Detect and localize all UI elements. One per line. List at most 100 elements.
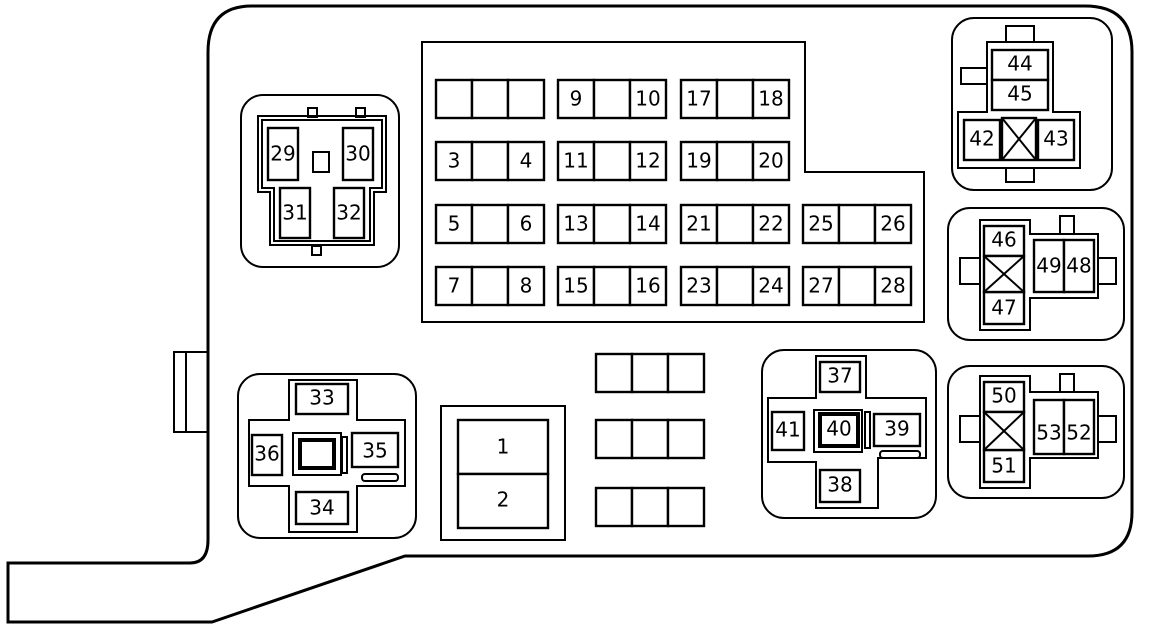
fuse-cell	[592, 203, 632, 245]
spare-fuse-slot	[594, 352, 706, 394]
fuse-cell	[594, 418, 634, 460]
fuse-label-left: 15	[563, 274, 588, 298]
fuse-cell	[506, 140, 546, 182]
main-fuse-cell-1	[456, 418, 550, 476]
fuse-cell	[470, 78, 510, 120]
relay-label-31: 31	[282, 201, 307, 225]
relay-label-53: 53	[1036, 421, 1061, 445]
fuse-label-left: 13	[563, 212, 588, 236]
fuse-cell	[470, 265, 510, 307]
fuse-label-right: 8	[520, 274, 533, 298]
fuse-cell	[751, 203, 791, 245]
fuse-cell	[837, 265, 877, 307]
fuse-cell	[751, 78, 791, 120]
fuse-cell	[679, 265, 719, 307]
fuse-cell	[873, 203, 913, 245]
relay-label-38: 38	[827, 473, 852, 497]
fuse-label-left: 21	[686, 212, 711, 236]
fuse-label-right: 16	[635, 274, 660, 298]
relay-pin-32	[332, 186, 366, 240]
relay-pin-29	[266, 126, 300, 182]
fuse-label-right: 6	[520, 212, 533, 236]
fuse-cell	[666, 418, 706, 460]
relay-bottom-right: 50 51 53 52	[947, 365, 1125, 499]
fuse-slot: 21 22	[679, 203, 791, 245]
fuse-label-right: 20	[758, 149, 783, 173]
relay-label-36: 36	[254, 442, 279, 466]
fuse-label-right: 26	[880, 212, 905, 236]
relay-pin-37	[818, 360, 862, 394]
fuse-label-right: 10	[635, 87, 660, 111]
relay-pin-35	[350, 431, 400, 469]
relay-label-29: 29	[270, 142, 295, 166]
relay-label-37: 37	[827, 364, 852, 388]
relay-label-33: 33	[309, 386, 334, 410]
fuse-label-left: 9	[570, 87, 583, 111]
fuse-label-right: 14	[635, 212, 660, 236]
relay-label-45: 45	[1007, 82, 1032, 106]
relay-label-44: 44	[1007, 52, 1032, 76]
relay-bottom-left: 33 36 35 34	[237, 373, 417, 539]
fuse-label-right: 22	[758, 212, 783, 236]
fuse-cell	[628, 203, 668, 245]
relay-pin-38	[818, 468, 862, 504]
main-fuse-cell-2	[456, 472, 550, 530]
fuse-cell	[666, 486, 706, 528]
fuse-cell	[630, 486, 670, 528]
fuse-cell	[873, 265, 913, 307]
relay-label-32: 32	[336, 201, 361, 225]
relay-pin-45	[990, 78, 1050, 112]
fuse-cell	[715, 265, 755, 307]
relay-label-40: 40	[826, 417, 851, 441]
spare-fuse-slot	[594, 418, 706, 460]
relay-label-41: 41	[775, 418, 800, 442]
relay-pin-33	[294, 382, 350, 416]
fuse-cell	[715, 78, 755, 120]
fuse-cell	[751, 265, 791, 307]
fuse-label-right: 18	[758, 87, 783, 111]
relay-label-52: 52	[1066, 421, 1091, 445]
relay-pin-39	[872, 412, 922, 448]
relay-pin-50	[982, 380, 1026, 414]
housing-outline	[6, 4, 1134, 624]
spare-fuse-slot	[594, 486, 706, 528]
relay-label-51: 51	[991, 454, 1016, 478]
side-tab	[173, 351, 209, 433]
relay-pin-30	[341, 126, 375, 182]
fuse-cell	[506, 265, 546, 307]
fuse-cell	[594, 486, 634, 528]
fuse-cell	[666, 352, 706, 394]
relay-pin-34	[294, 490, 350, 526]
fuse-cell	[630, 418, 670, 460]
fuse-cell	[434, 265, 474, 307]
fuse-label-left: 3	[448, 149, 461, 173]
fuse-label-right: 4	[520, 149, 533, 173]
fuse-cell	[679, 78, 719, 120]
fuse-cell	[592, 140, 632, 182]
relay-mid-right: 46 47 49 48	[947, 207, 1125, 341]
relay-label-30: 30	[345, 142, 370, 166]
fuse-cell	[556, 203, 596, 245]
fuse-cell	[628, 78, 668, 120]
fuse-cell	[594, 352, 634, 394]
fuse-cell	[434, 203, 474, 245]
relay-pin-48	[1062, 238, 1096, 294]
fuse-cell	[679, 203, 719, 245]
relay-label-50: 50	[991, 384, 1016, 408]
fuse-cell	[628, 140, 668, 182]
fuse-slot: 13 14	[556, 203, 668, 245]
fuse-cell	[801, 265, 841, 307]
fuse-label-right: 28	[880, 274, 905, 298]
fuse-cell	[434, 78, 474, 120]
fuse-cell	[556, 78, 596, 120]
fuse-block-outline	[421, 41, 925, 323]
fuse-label-left: 17	[686, 87, 711, 111]
